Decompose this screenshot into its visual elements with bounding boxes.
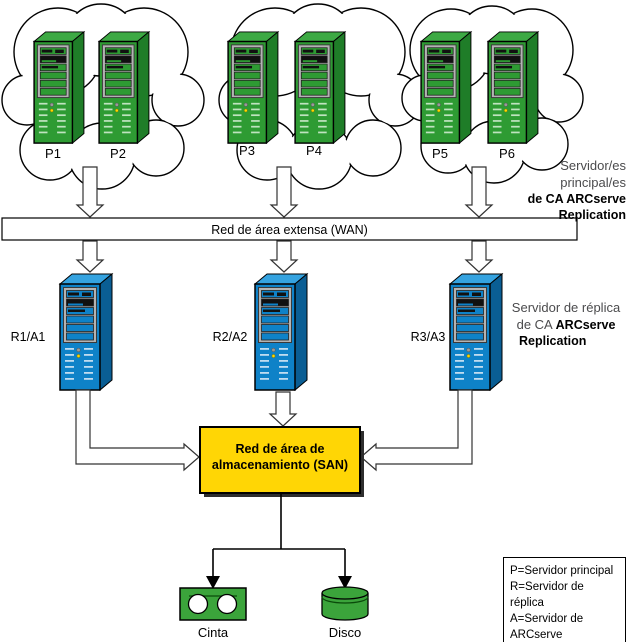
replica-server-label-r1: R1/A1 [10,330,46,344]
primary-server-label-p5: P5 [432,146,448,161]
replica-title-line2-regular: de CA [516,316,553,332]
primary-servers-title: Servidor/es principal/es de CA ARCserve … [506,158,626,223]
arrows-clouds-to-wan [75,166,494,218]
arrows-wan-to-replicas [75,240,494,273]
replica-server-r2-icon [254,273,308,391]
arrowhead-to-disk [338,576,352,589]
primary-title-line2: principal/es [560,174,626,190]
replica-title-line3: Replication [519,334,587,348]
san-label-line2: almacenamiento (SAN) [211,458,349,472]
primary-server-label-p3: P3 [239,143,255,158]
replica-server-label-r2: R2/A2 [212,330,248,344]
san-label: Red de área de almacenamiento (SAN) [200,441,360,473]
arrow-wan-to-r3 [464,240,494,273]
primary-server-p3-icon [227,31,279,144]
wan-label: Red de área extensa (WAN) [211,223,368,237]
arrow-wan-to-r1 [75,240,105,273]
tape-label: Cinta [197,625,229,640]
legend-item-p: P=Servidor principal [510,565,614,577]
arrow-cloud2-to-wan [269,166,299,218]
arrow-wan-to-r2 [269,240,299,273]
arrows-replicas-to-san [75,389,473,472]
primary-server-p5-icon [420,31,472,144]
arrow-r2-to-san [268,391,298,427]
arrow-r1-to-san [75,389,200,472]
san-box [199,426,361,494]
legend-box: P=Servidor principal R=Servidor de répli… [503,557,626,642]
tape-icon [179,587,247,621]
primary-server-p1-icon [33,31,85,144]
arrow-r3-to-san [360,389,473,472]
primary-title-line1: Servidor/es [560,158,626,173]
disk-icon [321,586,369,621]
primary-server-p6-icon [487,31,539,144]
disk-label: Disco [328,625,362,640]
replica-servers-title: Servidor de réplica de CA ARCserve Repli… [505,300,627,349]
primary-server-label-p4: P4 [306,143,322,158]
primary-server-p4-icon [294,31,346,144]
primary-title-line3: de CA ARCserve [527,192,626,206]
primary-server-label-p6: P6 [499,146,515,161]
replica-title-line2: de CA ARCserve [505,317,627,334]
legend-item-a: A=Servidor de ARCserve [510,613,584,641]
replica-server-label-r3: R3/A3 [410,330,446,344]
legend-item-r: R=Servidor de réplica [510,581,584,609]
arrow-cloud3-to-wan [464,166,494,218]
arrow-cloud1-to-wan [75,166,105,218]
san-label-line1: Red de área de [235,442,325,456]
arrowhead-to-tape [206,576,220,589]
primary-server-label-p1: P1 [45,146,61,161]
san-to-storage-connectors [212,493,346,577]
wan-bus-bar [1,217,578,241]
replica-title-line1: Servidor de réplica [511,300,621,315]
primary-title-line4: Replication [558,208,626,222]
primary-server-label-p2: P2 [110,146,126,161]
replica-server-r1-icon [59,273,113,391]
replica-title-line2-bold: ARCserve [555,317,616,332]
primary-server-p2-icon [98,31,150,144]
